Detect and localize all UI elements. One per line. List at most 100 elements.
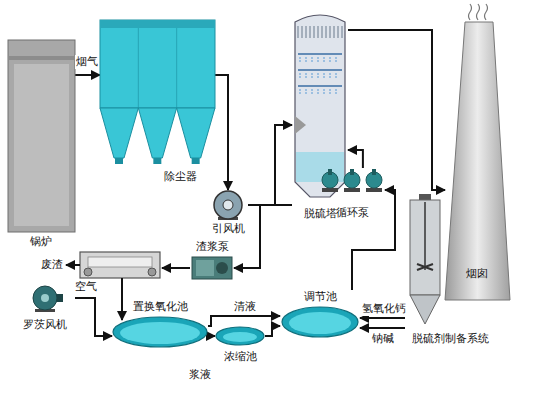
filter-roller [84,268,92,276]
spray [300,73,301,79]
spray [330,89,331,95]
roots-blower: 罗茨风机 [15,282,75,352]
spray [312,57,313,63]
vacuum-filter [80,252,160,278]
flow-line [215,75,228,190]
smoke-wisp [469,4,472,20]
smoke [469,4,488,20]
collector-hopper [177,108,215,158]
tank-rim [282,307,358,337]
spray [306,57,307,63]
desulfurization-tower-shape [292,12,348,227]
flow-label: 空气 [74,280,98,294]
filtrate-line [121,278,123,320]
spray [336,89,337,95]
fan-casing [214,191,242,219]
flow-label: 清液 [233,300,257,314]
collector-roof [100,20,215,28]
node-label: 置换氧化池 [133,300,188,314]
tank-rim [113,317,207,347]
collector-hopper [138,108,176,158]
reagent-system: 脱硫剂制备系统 [405,200,495,350]
demister [310,26,311,38]
demister [298,26,299,38]
tank-liquid [120,322,200,344]
boiler: 锅炉 [8,40,75,250]
tank-rim [216,327,264,345]
collector-hopper [100,108,138,158]
tower-inlet [295,116,306,134]
demister [318,26,319,38]
demister [314,26,315,38]
agitator-shaft [424,202,426,270]
boiler-body [8,40,75,232]
boiler-panel [14,64,69,226]
regulating-tank: 调节池 [280,290,360,340]
demister [342,26,343,38]
spray [306,73,307,79]
tank-cone [410,295,440,324]
boiler-band [8,56,75,60]
demister [302,26,303,38]
spray [330,57,331,63]
boiler-shape [8,40,75,250]
pump-outlet [328,169,332,175]
demister [326,26,327,38]
spray [312,73,313,79]
pump-base [344,188,360,192]
blower-casing [33,286,57,310]
demister [338,26,339,38]
spray-header [298,69,342,71]
reagent-system-shape [405,200,495,350]
pump-outlet [372,169,376,175]
spray [318,89,319,95]
spray [318,73,319,79]
slurry-line [162,267,190,269]
agitator-motor [419,194,431,200]
spray-header [298,53,342,55]
node-label: 引风机 [212,222,245,236]
flow-line [265,326,280,336]
flow-line [348,30,445,190]
flow-line [352,190,395,290]
agitator-blade [417,264,433,270]
smoke-wisp [477,4,480,20]
spray [324,73,325,79]
roots-blower-shape [15,282,75,352]
spray [336,73,337,79]
node-label: 浓缩池 [224,350,257,364]
spray [324,89,325,95]
hopper-outlet [115,158,123,164]
spray [318,57,319,63]
flow-line [208,316,280,326]
tank-liquid [223,332,257,342]
chimney-stack [445,22,510,300]
collector-divider [176,28,177,108]
node-label: 脱硫剂制备系统 [412,332,489,346]
pump-base [322,188,338,192]
demister [322,26,323,38]
node-label: 渣浆泵 [196,240,229,254]
desulfurization-tower: 脱硫塔 [292,12,348,227]
collector-divider [138,28,139,108]
demister [306,26,307,38]
flow-line [75,298,112,336]
hopper-outlet [192,158,200,164]
flow-line [348,150,363,168]
chimney: 烟囱 [445,22,510,300]
flow-line [248,125,292,205]
chimney-shape [445,22,510,300]
collector-body [100,20,215,108]
flow-line [360,317,405,319]
blower-hub [41,294,49,302]
flow-line [75,74,100,76]
stream-label: 废渣 [40,258,64,272]
flow-line [234,205,292,268]
dust-collector-shape [100,20,215,195]
flow-line [360,327,405,329]
fan-hub [223,200,233,210]
demister [334,26,335,38]
residue-line [66,264,80,266]
spray [312,89,313,95]
